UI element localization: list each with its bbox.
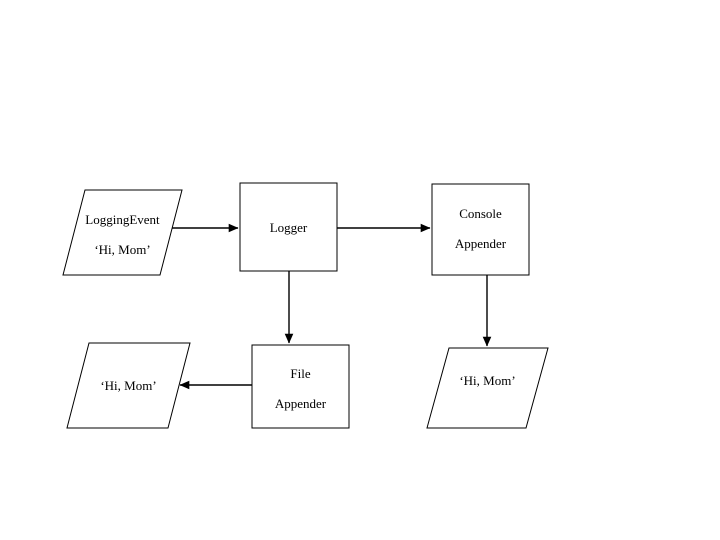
node-logger-shape (239, 182, 338, 272)
node-logging-event-shape (62, 189, 183, 276)
node-file-output-shape (66, 342, 191, 429)
node-console-output-shape (426, 347, 549, 429)
node-file-appender-shape (251, 344, 350, 429)
node-console-appender-shape (431, 183, 530, 276)
